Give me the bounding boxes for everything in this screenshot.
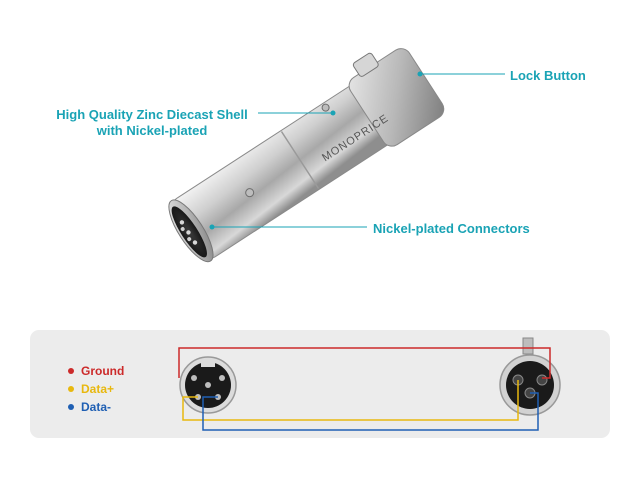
female-3pin-connector-icon bbox=[499, 337, 561, 416]
wiring-diagram-panel: Ground Data+ Data- bbox=[30, 330, 610, 438]
legend-ground: Ground bbox=[68, 364, 124, 378]
data-plus-dot-icon bbox=[68, 385, 74, 392]
ground-dot-icon bbox=[68, 367, 74, 374]
xlr-adapter-photo: MONOPRICE bbox=[168, 48, 505, 263]
callout-lock-button: Lock Button bbox=[510, 68, 586, 83]
wiring-lines bbox=[178, 337, 561, 431]
male-5pin-connector-icon bbox=[179, 356, 237, 414]
legend-data-plus-label: Data+ bbox=[81, 382, 115, 396]
legend-ground-label: Ground bbox=[81, 364, 125, 378]
data-minus-dot-icon bbox=[68, 403, 74, 410]
legend-data-minus-label: Data- bbox=[81, 400, 112, 414]
callout-shell-line2: with Nickel-plated bbox=[96, 123, 208, 138]
legend-data-plus: Data+ bbox=[68, 382, 114, 396]
callout-shell: High Quality Zinc Diecast Shell with Nic… bbox=[52, 107, 252, 139]
legend-data-minus: Data- bbox=[68, 400, 111, 414]
callout-shell-line1: High Quality Zinc Diecast Shell bbox=[56, 107, 248, 122]
callout-nickel-connectors: Nickel-plated Connectors bbox=[373, 221, 530, 236]
